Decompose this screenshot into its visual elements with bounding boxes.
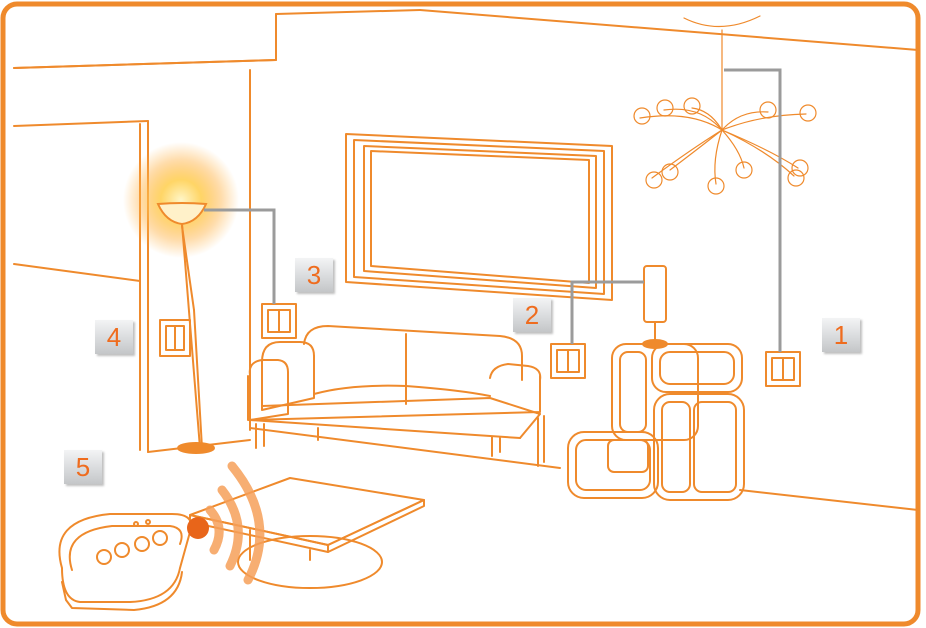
wireless-signal-icon <box>210 466 260 580</box>
table-lamp-icon <box>643 266 667 348</box>
badge-label-1: 1 <box>834 322 848 348</box>
badge-label-4: 4 <box>107 324 121 350</box>
badge-label-5: 5 <box>76 454 90 480</box>
badge-1: 1 <box>822 318 860 352</box>
switch-3[interactable] <box>262 304 296 338</box>
badge-label-2: 2 <box>525 302 539 328</box>
shelving-unit <box>568 344 744 500</box>
chandelier-icon <box>634 16 816 194</box>
lamp-glow <box>123 142 239 258</box>
badge-label-3: 3 <box>307 262 321 288</box>
badge-3: 3 <box>295 258 333 292</box>
wall-picture <box>346 134 612 300</box>
badge-4: 4 <box>95 320 133 354</box>
remote-control-icon <box>59 514 191 610</box>
badge-5: 5 <box>64 450 102 484</box>
badge-2: 2 <box>513 298 551 332</box>
remote-emitter-dot <box>187 517 209 539</box>
sofa <box>248 326 544 466</box>
switch-4[interactable] <box>160 320 190 356</box>
switch-1[interactable] <box>766 352 800 386</box>
switch-2[interactable] <box>551 344 585 378</box>
